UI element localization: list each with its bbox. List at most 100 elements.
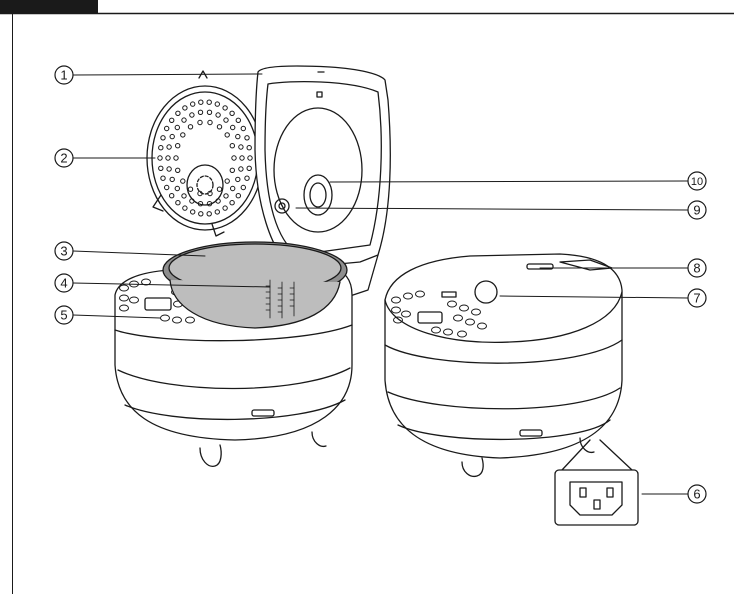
steam-hole: [182, 205, 188, 211]
steam-hole: [189, 112, 195, 118]
steam-hole: [198, 99, 204, 105]
steam-hole: [197, 190, 203, 197]
steam-hole: [229, 110, 235, 117]
steam-hole: [224, 132, 230, 138]
steam-hole: [164, 125, 170, 132]
panel-button: [119, 294, 129, 302]
power-socket-zoom: [554, 469, 639, 526]
steam-hole: [190, 101, 196, 107]
steam-hole: [206, 99, 212, 105]
steam-hole: [206, 109, 213, 116]
steam-hole: [229, 167, 236, 174]
inner-pot: [162, 241, 348, 329]
panel-button: [391, 296, 401, 304]
panel-button: [129, 296, 139, 304]
steam-hole: [169, 117, 175, 124]
panel-button: [457, 330, 467, 338]
steam-hole: [190, 209, 196, 215]
callout-6-label: 6: [693, 487, 700, 502]
callout-3-label: 3: [60, 244, 67, 259]
steam-hole: [198, 211, 204, 217]
panel-button: [465, 318, 475, 326]
steam-hole: [175, 110, 181, 117]
panel-button: [391, 306, 401, 314]
steam-hole: [175, 200, 181, 206]
steam-hole: [160, 135, 166, 141]
steam-hole: [247, 155, 253, 161]
steam-hole: [197, 119, 203, 126]
steam-hole: [216, 124, 223, 130]
steam-hole: [224, 178, 230, 184]
steam-hole: [169, 176, 175, 183]
panel-button: [119, 284, 129, 292]
callout-10-label: 10: [691, 176, 703, 188]
steam-hole: [164, 184, 170, 191]
callout-8-circle: [687, 258, 707, 278]
steam-hole: [214, 209, 221, 215]
steam-hole: [231, 155, 237, 161]
panel-button: [471, 308, 481, 316]
panel-button: [141, 278, 151, 286]
steam-hole: [230, 124, 236, 131]
panel-button: [453, 314, 463, 322]
callout-5-label: 5: [60, 308, 67, 323]
panel-button: [447, 300, 457, 308]
callout-9-label: 9: [693, 203, 700, 218]
steam-hole: [235, 176, 241, 183]
steam-hole: [214, 101, 221, 107]
steam-hole: [230, 185, 236, 192]
panel-button: [403, 292, 413, 300]
steam-hole: [239, 155, 245, 161]
steam-hole: [180, 132, 186, 138]
steam-holes-pattern: [157, 99, 253, 217]
steam-hole: [240, 125, 247, 132]
steam-hole: [240, 184, 247, 191]
steam-hole: [223, 117, 229, 123]
control-panel-right: [391, 290, 487, 338]
steam-hole: [244, 175, 250, 181]
steam-hole: [174, 124, 181, 131]
leader-lines: [72, 73, 689, 495]
steam-hole: [238, 166, 244, 172]
steam-hole: [197, 109, 204, 116]
steam-hole: [158, 165, 164, 172]
callout-9-circle: [687, 200, 707, 220]
steam-hole: [229, 143, 236, 149]
steam-hole: [187, 124, 194, 130]
panel-button: [185, 316, 195, 324]
steam-hole: [181, 193, 187, 199]
steam-hole: [166, 144, 172, 150]
steam-hole: [181, 117, 187, 123]
steam-hole: [187, 186, 194, 192]
steam-hole: [215, 198, 221, 204]
panel-button: [415, 290, 425, 298]
panel-button: [172, 316, 182, 324]
lid-release-button: [526, 263, 554, 270]
callout-2-circle: [54, 148, 74, 168]
steam-hole: [215, 112, 221, 118]
steam-hole: [157, 155, 163, 161]
callout-6-circle: [687, 484, 707, 504]
water-level-scale: [265, 279, 295, 319]
steam-hole: [165, 155, 171, 161]
right-cooker: [384, 253, 639, 526]
steam-hole: [235, 133, 241, 140]
steam-hole: [235, 193, 242, 199]
callout-7-circle: [687, 288, 707, 308]
display-right: [417, 311, 443, 324]
panel-button: [443, 328, 453, 336]
callout-3-circle: [54, 241, 74, 261]
steam-hole: [246, 165, 252, 172]
top-lid-open: [254, 65, 391, 297]
panel-button: [119, 304, 129, 312]
steam-hole: [222, 205, 228, 211]
callout-4-label: 4: [60, 276, 67, 291]
steam-hole: [207, 190, 213, 197]
panel-button: [401, 310, 411, 318]
callout-2-label: 2: [60, 151, 67, 166]
steam-hole: [235, 117, 242, 124]
header-tab: [0, 0, 98, 14]
steam-hole: [160, 175, 166, 181]
steam-hole: [206, 211, 212, 217]
